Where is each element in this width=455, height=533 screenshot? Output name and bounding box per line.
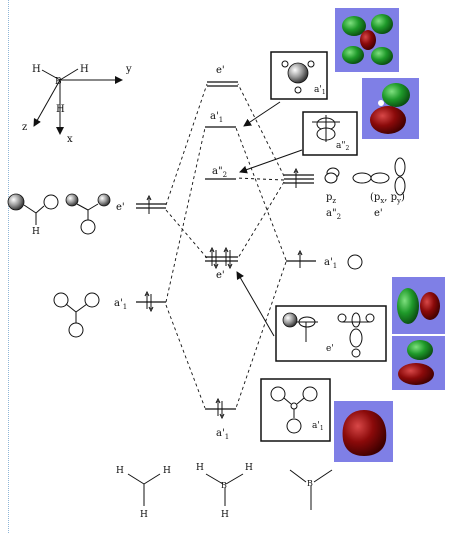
axes-h-label: H xyxy=(80,64,89,75)
correlation-lines xyxy=(165,83,287,409)
axes-h-label: H xyxy=(32,64,41,75)
b-e-label: e' xyxy=(374,208,383,219)
ch3-h1: H xyxy=(116,466,124,476)
bh3-center: B xyxy=(221,481,227,490)
middle-e-electrons xyxy=(209,246,233,270)
h3-e-orbital-sketch: H xyxy=(7,193,111,237)
coordinate-axes: B H H H y x z xyxy=(22,64,132,145)
box-upper-a1-label: a'1 xyxy=(314,85,326,96)
box-lower-a1: a'1 xyxy=(260,378,331,442)
mo-label-top-e: e' xyxy=(216,65,225,76)
orbital-render-e-top xyxy=(335,8,399,72)
ch3-h3: H xyxy=(140,510,148,520)
mo-label-upper-a1: a'1 xyxy=(210,111,223,124)
mo-label-middle-e: e' xyxy=(216,270,225,281)
h3-e-level xyxy=(136,203,166,209)
b-pz-label: pz xyxy=(326,192,336,205)
bh3-h6: H xyxy=(221,510,229,520)
box-e: e' xyxy=(275,305,387,362)
box-e-label: e' xyxy=(326,344,334,354)
ch3-h2: H xyxy=(163,466,171,476)
arrow-e xyxy=(236,271,275,337)
h3-h-atom-label: H xyxy=(32,227,40,237)
h3-e-label: e' xyxy=(116,202,125,213)
arrow-upper-a1 xyxy=(243,101,281,127)
box-upper-a1: a'1 xyxy=(270,51,328,100)
b-pxpy-label: (px, py) xyxy=(370,192,405,205)
left-gutter-line xyxy=(8,0,10,533)
axis-y-label: y xyxy=(125,64,132,75)
orbital-render-a1-lower xyxy=(334,401,393,462)
b-p-electrons xyxy=(293,167,299,188)
orbital-render-a2 xyxy=(392,336,445,390)
h3-a1-label: a'1 xyxy=(114,298,127,311)
b-s-electrons xyxy=(297,249,303,268)
b-py-orbital-icon xyxy=(394,157,406,196)
bh3-h5: H xyxy=(245,463,253,473)
b-px-orbital-icon xyxy=(352,172,390,184)
h3-e-electrons xyxy=(146,194,152,214)
arrow-a2 xyxy=(239,149,303,174)
b3-center: B xyxy=(307,479,313,488)
bh3-h4: H xyxy=(196,463,204,473)
molecule-b3: B xyxy=(289,469,333,510)
molecule-bh3: B H H H xyxy=(196,463,253,520)
mo-label-bottom-a1: a'1 xyxy=(216,428,229,441)
box-lower-a1-label: a'1 xyxy=(312,421,324,432)
box-a2-label: a"2 xyxy=(336,141,350,152)
axes-atom-label: B xyxy=(55,77,62,87)
h3-a1-electrons xyxy=(144,290,154,313)
molecule-ch3: H H H xyxy=(116,466,171,520)
axis-x-label: x xyxy=(67,134,73,145)
axes-h-label: H xyxy=(56,104,65,115)
mo-levels xyxy=(205,81,238,410)
b-s-orbital-icon xyxy=(347,254,363,270)
box-a2: a"2 xyxy=(302,111,358,156)
b-a2-label: a"2 xyxy=(326,208,341,221)
bottom-a1-electrons xyxy=(215,397,225,420)
b-a1-label: a'1 xyxy=(324,257,337,270)
h3-a1-orbital-sketch xyxy=(53,292,100,338)
orbital-render-a1-upper xyxy=(362,78,419,139)
b-pz-orbital-icon xyxy=(324,167,340,184)
axis-z-label: z xyxy=(22,122,27,133)
orbital-render-e-lower xyxy=(392,277,445,334)
mo-label-a2: a"2 xyxy=(212,166,227,179)
b-p-levels xyxy=(284,174,314,184)
